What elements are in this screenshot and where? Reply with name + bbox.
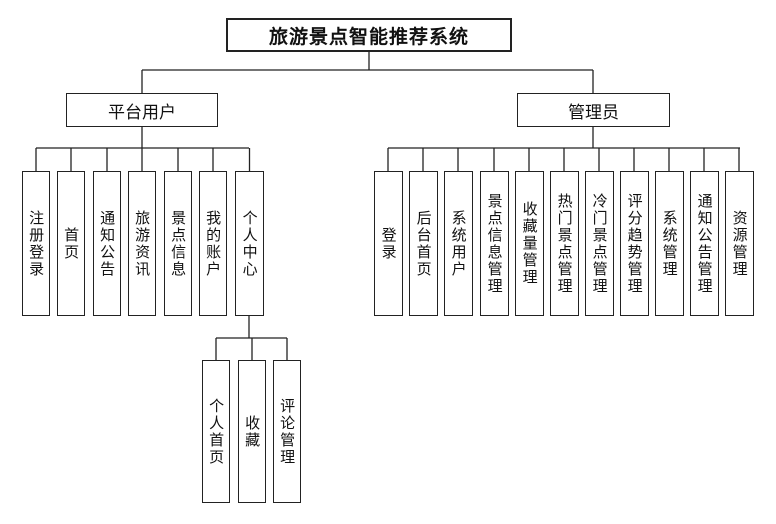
user-item-box: 个人中心 [235, 171, 264, 316]
admin-item-box: 资源管理 [725, 171, 754, 316]
admin-item-box: 评分趋势管理 [620, 171, 649, 316]
admin-item-box: 后台首页 [409, 171, 438, 316]
personal-center-item-box: 个人首页 [202, 360, 230, 503]
user-item-box: 首页 [57, 171, 85, 316]
user-item-box: 景点信息 [164, 171, 192, 316]
user-item-box: 注册登录 [22, 171, 50, 316]
platform-user-node: 平台用户 [66, 93, 218, 127]
admin-node: 管理员 [517, 93, 670, 127]
user-item-box: 旅游资讯 [128, 171, 156, 316]
admin-item-box: 热门景点管理 [550, 171, 579, 316]
admin-item-box: 系统管理 [655, 171, 684, 316]
personal-center-item-box: 评论管理 [273, 360, 301, 503]
system-title: 旅游景点智能推荐系统 [226, 18, 512, 52]
user-item-box: 通知公告 [93, 171, 121, 316]
personal-center-item-box: 收藏 [238, 360, 266, 503]
admin-item-box: 登录 [374, 171, 403, 316]
admin-item-box: 通知公告管理 [690, 171, 719, 316]
admin-item-box: 冷门景点管理 [585, 171, 614, 316]
user-item-box: 我的账户 [199, 171, 227, 316]
admin-item-box: 系统用户 [444, 171, 473, 316]
admin-item-box: 收藏量管理 [515, 171, 544, 316]
admin-item-box: 景点信息管理 [480, 171, 509, 316]
